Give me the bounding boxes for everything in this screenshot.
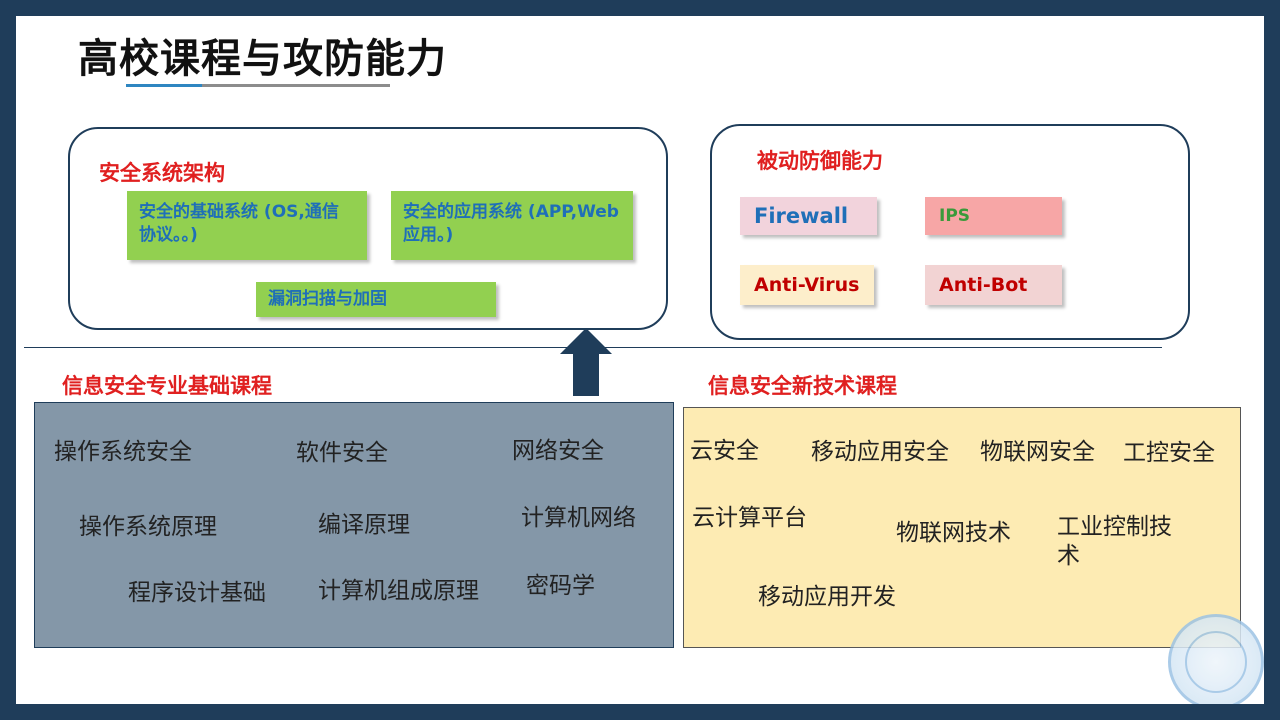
course-item: 云安全 (690, 438, 759, 464)
passive-defense-heading: 被动防御能力 (757, 149, 883, 173)
new-tech-courses-box (683, 407, 1241, 648)
arch-item-app-system: 安全的应用系统 (APP,Web应用。) (391, 191, 633, 260)
up-arrow-icon (560, 328, 612, 396)
basic-courses-box (34, 402, 674, 648)
course-item: 物联网技术 (896, 520, 1011, 546)
course-item: 计算机组成原理 (318, 578, 479, 604)
tag-anti-bot: Anti-Bot (925, 265, 1062, 305)
basic-courses-heading: 信息安全专业基础课程 (62, 374, 272, 398)
course-item: 密码学 (526, 573, 595, 599)
course-item: 工控安全 (1123, 440, 1215, 466)
course-item: 程序设计基础 (128, 580, 266, 606)
arch-item-basic-system: 安全的基础系统 (OS,通信协议。。) (127, 191, 367, 260)
course-item: 操作系统原理 (79, 514, 217, 540)
seal-logo-icon (1168, 614, 1264, 704)
course-item: 移动应用安全 (811, 439, 949, 465)
course-item: 软件安全 (296, 440, 388, 466)
new-tech-courses-heading: 信息安全新技术课程 (708, 374, 897, 398)
slide: 高校课程与攻防能力 安全系统架构 安全的基础系统 (OS,通信协议。。) 安全的… (16, 16, 1264, 704)
arch-item-vuln-scan: 漏洞扫描与加固 (256, 282, 496, 317)
divider-line (24, 347, 1162, 348)
tag-anti-virus: Anti-Virus (740, 265, 874, 305)
tag-firewall: Firewall (740, 197, 877, 235)
page-title: 高校课程与攻防能力 (78, 36, 447, 82)
course-item: 网络安全 (512, 438, 604, 464)
course-item: 计算机网络 (521, 505, 636, 531)
title-underline (202, 84, 390, 87)
course-item: 云计算平台 (692, 505, 807, 531)
title-underline-accent (126, 84, 202, 87)
course-item: 移动应用开发 (758, 584, 896, 610)
course-item: 工业控制技术 (1057, 514, 1172, 569)
course-item: 编译原理 (318, 512, 410, 538)
course-item: 操作系统安全 (54, 439, 192, 465)
security-arch-heading: 安全系统架构 (99, 161, 225, 185)
tag-ips: IPS (925, 197, 1062, 235)
course-item: 物联网安全 (980, 439, 1095, 465)
